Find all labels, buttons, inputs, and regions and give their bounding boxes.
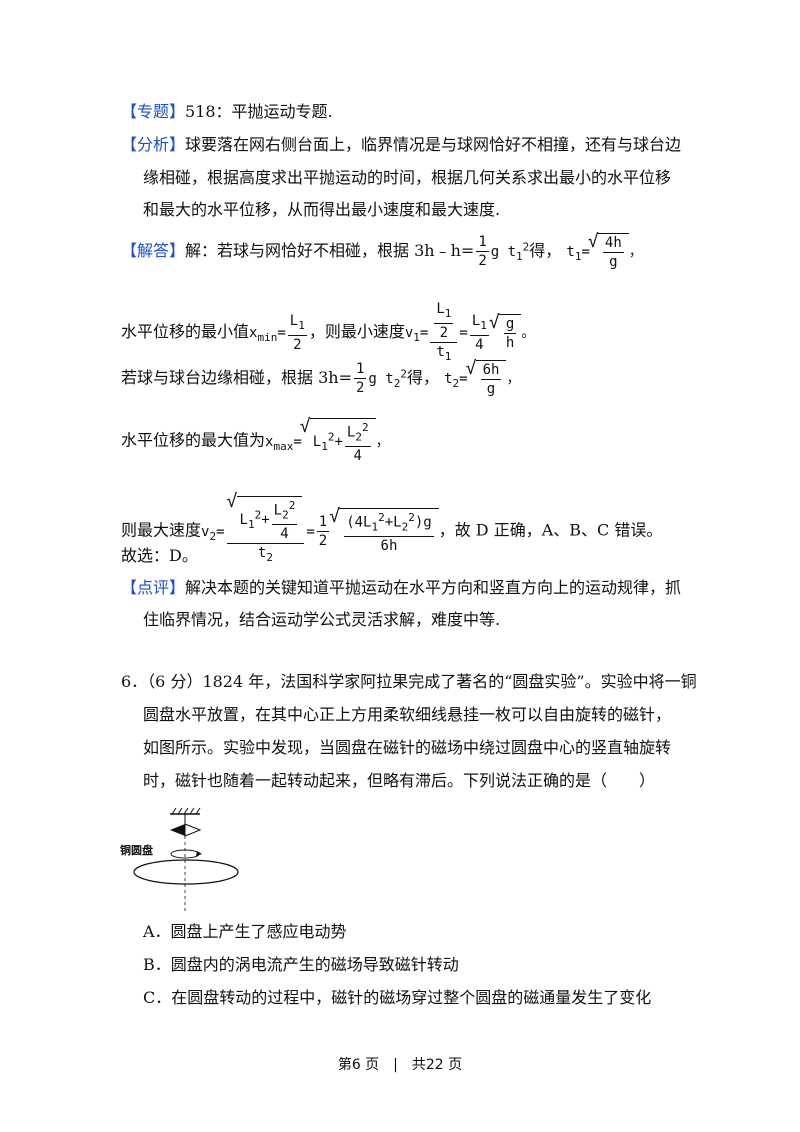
question-line-4: 时，磁针也随着一起转动起来，但略有滞后。下列说法正确的是（ ） [143, 771, 656, 790]
min-disp-text: 水平位移的最小值 [121, 321, 250, 341]
analysis-line-3: 和最大的水平位移，从而得出最小速度和最大速度. [143, 200, 501, 219]
option-b: B．圆盘内的涡电流产生的磁场导致磁针转动 [143, 955, 459, 974]
option-a: A．圆盘上产生了感应电动势 [143, 922, 347, 941]
topic-line: 【专题】518：平抛运动专题. [121, 100, 333, 124]
question-line-3: 如图所示。实验中发现，当圆盘在磁针的磁场中绕过圆盘中心的竖直轴旋转 [143, 738, 672, 757]
max-disp-text: 水平位移的最大值为 [121, 430, 266, 450]
comment-text-1: 解决本题的关键知道平抛运动在水平方向和竖直方向上的运动规律，抓 [185, 578, 682, 597]
answer-intro-after: 得， [529, 241, 562, 260]
edge-text: 若球与球台边缘相碰，根据 3h= [121, 368, 352, 387]
g-t2-squared: g t22 [368, 367, 407, 390]
comment-tag: 【点评】 [121, 578, 186, 597]
analysis-tag: 【分析】 [121, 135, 186, 154]
answer-intro: 解：若球与网恰好不相碰，根据 3h﹣h= [185, 241, 475, 260]
analysis-line-2: 缘相碰，根据高度求出平抛运动的时间，根据几何关系求出最小的水平位移 [143, 168, 672, 187]
question-line-1: 6．（6 分）1824 年，法国科学家阿拉果完成了著名的“圆盘实验”。实验中将一… [121, 672, 697, 691]
choice-line: 故选：D。 [121, 546, 198, 565]
max-speed-text: 则最大速度 [121, 520, 202, 540]
min-speed-text: ，则最小速度 [308, 321, 405, 341]
t2-formula: t2=6hg， [444, 357, 520, 397]
analysis-text-1: 球要落在网右侧台面上，临界情况是与球网恰好不相撞，还有与球台边 [185, 135, 682, 154]
topic-tag: 【专题】 [121, 102, 186, 121]
figure-label: 铜圆盘 [120, 844, 153, 857]
answer-line-1: 【解答】解：若球与网恰好不相碰，根据 3h﹣h=12g t12得， t1=4hg… [121, 230, 643, 271]
answer-tag: 【解答】 [121, 241, 186, 260]
page-footer: 第6 页 | 共22 页 [337, 1057, 463, 1073]
comment-line-1: 【点评】解决本题的关键知道平抛运动在水平方向和竖直方向上的运动规律，抓 [121, 576, 681, 600]
arago-disc-figure [133, 807, 239, 912]
comment-line-2: 住临界情况，结合运动学公式灵活求解，难度中等. [143, 610, 501, 629]
option-c: C．在圆盘转动的过程中，磁针的磁场穿过整个圆盘的磁通量发生了变化 [143, 988, 652, 1007]
t1-formula: t1=4hg， [566, 230, 642, 270]
edge-line: 若球与球台边缘相碰，根据 3h=12g t22得， t2=6hg， [121, 357, 520, 398]
analysis-line-1: 【分析】球要落在网右侧台面上，临界情况是与球网恰好不相撞，还有与球台边 [121, 133, 681, 157]
conclusion-text: ，故 D 正确，A、B、C 错误。 [438, 520, 663, 540]
edge-after: 得， [406, 368, 439, 387]
question-line-2: 圆盘水平放置，在其中心正上方用柔软细线悬挂一枚可以自由旋转的磁针， [143, 705, 672, 724]
topic-text: 518：平抛运动专题. [185, 102, 333, 121]
g-t1-squared: g t12 [490, 240, 530, 263]
